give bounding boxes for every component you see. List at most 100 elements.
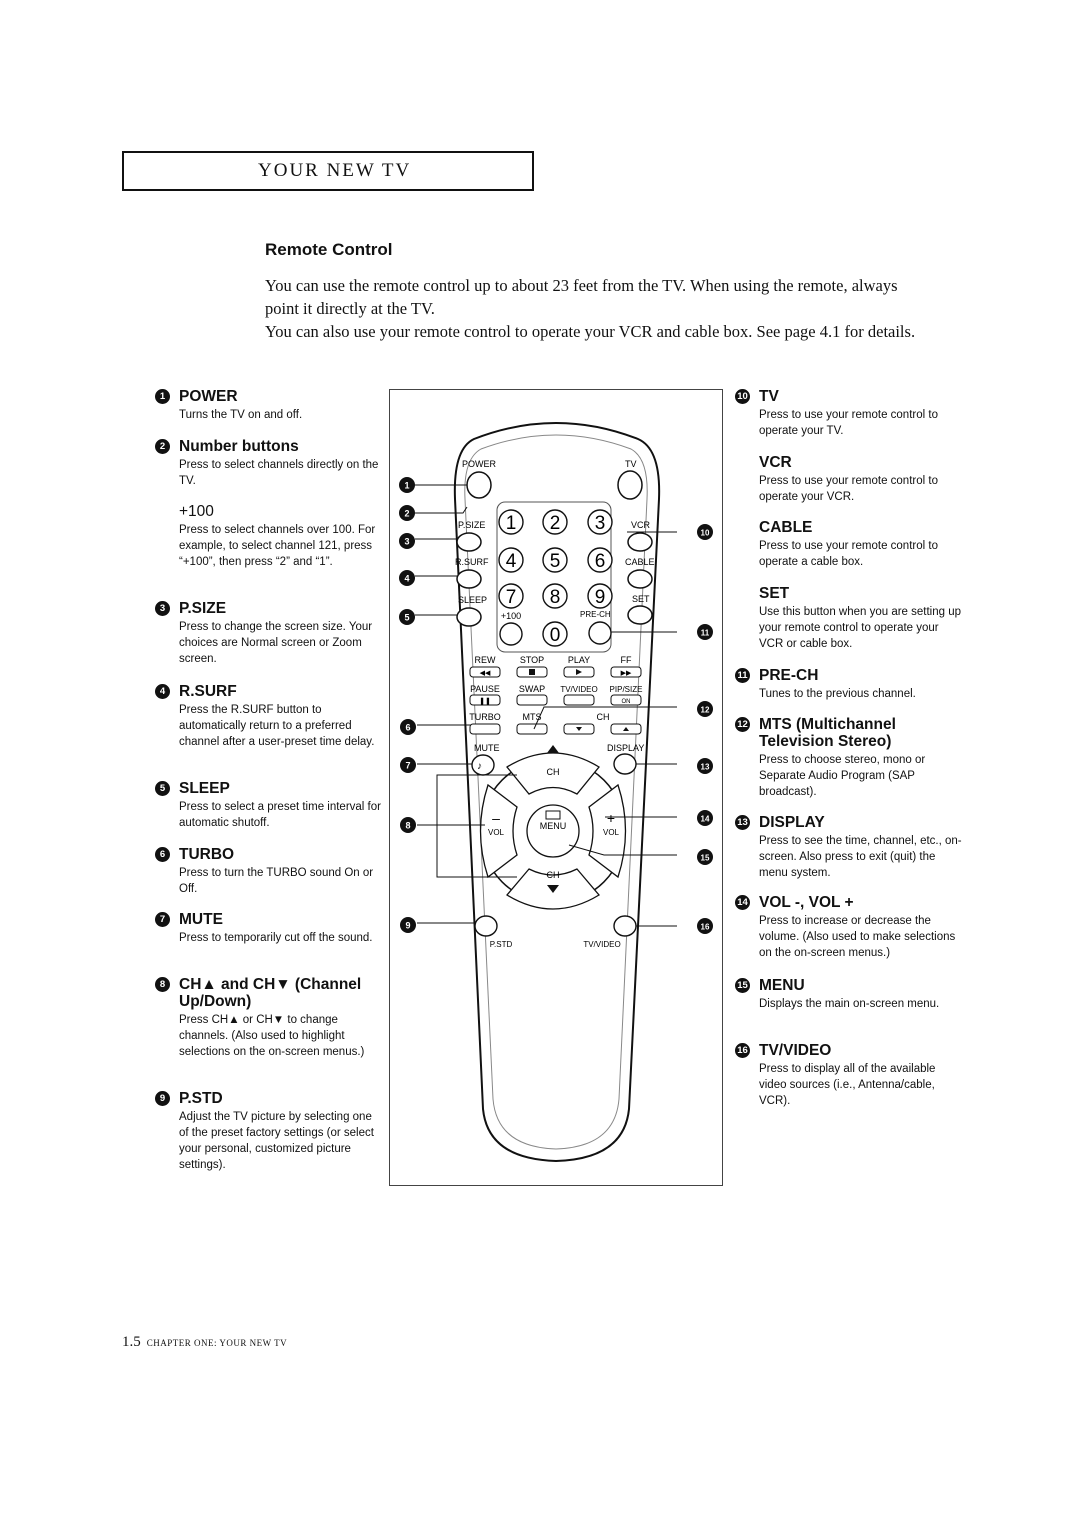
- callout-number: 8: [155, 977, 170, 992]
- item-description: Use this button when you are setting up …: [759, 606, 962, 650]
- item-title: VOL -, VOL +: [759, 894, 854, 911]
- rsurf-button[interactable]: [456, 569, 482, 589]
- item-description: Press to use your remote control to oper…: [759, 409, 938, 437]
- item-title: CABLE: [759, 519, 813, 536]
- item-description: Press to see the time, channel, etc., on…: [759, 835, 962, 879]
- item-description: Press to select channels over 100. For e…: [179, 524, 376, 568]
- callout-6-label: 6: [405, 723, 410, 733]
- display-button[interactable]: [613, 753, 637, 775]
- item-description: Turns the TV on and off.: [179, 409, 303, 421]
- psize-label: P.SIZE: [458, 520, 485, 530]
- callout-8-marker: [400, 817, 416, 833]
- item-description: Press to use your remote control to oper…: [759, 540, 938, 568]
- menu-label: MENU: [540, 821, 567, 831]
- ff-button[interactable]: [610, 666, 642, 678]
- tvvideo-top-button[interactable]: [563, 694, 595, 706]
- digit-9-button[interactable]: [587, 583, 613, 609]
- pause-label: PAUSE: [470, 684, 500, 694]
- callout-5-marker: [399, 609, 415, 625]
- callout-14-label: 14: [701, 815, 710, 824]
- callout-16-marker: [697, 918, 713, 934]
- callout-9-label: 9: [405, 921, 410, 931]
- vol-minus-label: –: [492, 810, 500, 826]
- ff-icon: ▶▶: [621, 670, 632, 677]
- digit-2-button[interactable]: [542, 509, 568, 535]
- pause-button[interactable]: [469, 694, 501, 706]
- play-icon: [576, 669, 582, 675]
- mts-label: MTS: [523, 712, 542, 722]
- callout-number: 16: [735, 1043, 750, 1058]
- callout-number: 11: [735, 668, 750, 683]
- digit-5-button[interactable]: [542, 547, 568, 573]
- item-title: P.STD: [179, 1090, 223, 1107]
- callout-4-label: 4: [404, 574, 409, 584]
- callout-8-label: 8: [405, 821, 410, 831]
- power-label: POWER: [462, 459, 497, 469]
- item-title: MENU: [759, 977, 805, 994]
- callout-number: 5: [155, 781, 170, 796]
- item-description: Press to choose stereo, mono or Separate…: [759, 754, 926, 798]
- cable-button[interactable]: [627, 569, 653, 589]
- callout-2-label: 2: [404, 509, 409, 519]
- callout-number: 1: [155, 389, 170, 404]
- callout-16-label: 16: [701, 923, 710, 932]
- power-button[interactable]: [466, 471, 492, 499]
- vcr-label: VCR: [631, 520, 651, 530]
- callout-9-marker: [400, 917, 416, 933]
- menu-button[interactable]: [526, 804, 580, 858]
- ch-up-icon: [547, 745, 559, 753]
- vcr-button[interactable]: [627, 532, 653, 552]
- item-description: Tunes to the previous channel.: [759, 688, 916, 700]
- prech-button[interactable]: [588, 621, 612, 645]
- swap-button[interactable]: [516, 694, 548, 706]
- tvvideo-button[interactable]: [613, 915, 637, 937]
- sleep-button[interactable]: [456, 607, 482, 627]
- callout-number: 15: [735, 978, 750, 993]
- pstd-button[interactable]: [474, 915, 498, 937]
- digit-6-button[interactable]: [587, 547, 613, 573]
- rsurf-label: R.SURF: [455, 557, 489, 567]
- remote-callouts: 1 2 3 4 5 6 7 8 9 10 11 12 13 14 15 16: [399, 477, 713, 934]
- digit-8-button[interactable]: [542, 583, 568, 609]
- pipsize-button[interactable]: [610, 694, 642, 706]
- digit-3-button[interactable]: [587, 509, 613, 535]
- item-description: Press CH▲ or CH▼ to change channels. (Al…: [179, 1014, 365, 1058]
- turbo-button[interactable]: [469, 723, 501, 735]
- callout-number: 9: [155, 1091, 170, 1106]
- mute-label: MUTE: [474, 743, 500, 753]
- mute-button[interactable]: [471, 754, 495, 776]
- set-label: SET: [632, 594, 650, 604]
- psize-button[interactable]: [456, 532, 482, 552]
- digit-0-button[interactable]: [542, 621, 568, 647]
- tvvideo-label: TV/VIDEO: [583, 940, 620, 949]
- chapter-footer-title: CHAPTER ONE: YOUR NEW TV: [146, 1338, 288, 1348]
- callout-6-marker: [400, 719, 416, 735]
- plus100-label: +100: [501, 611, 521, 621]
- ff-label: FF: [621, 655, 632, 665]
- pstd-label: P.STD: [490, 940, 513, 949]
- mts-button[interactable]: [516, 723, 548, 735]
- chapter-header-box: YOUR NEW TV: [122, 151, 534, 191]
- rew-button[interactable]: [469, 666, 501, 678]
- callout-number: 10: [735, 389, 750, 404]
- turbo-label: TURBO: [469, 712, 501, 722]
- digit-1-button[interactable]: [498, 509, 524, 535]
- digit-0-label: 0: [550, 625, 561, 646]
- set-button[interactable]: [627, 605, 653, 625]
- digit-7-button[interactable]: [498, 583, 524, 609]
- item-description: Adjust the TV picture by selecting one o…: [179, 1111, 374, 1171]
- plus100-button[interactable]: [499, 622, 523, 646]
- vol-up-button[interactable]: [588, 783, 627, 879]
- callout-14-marker: [697, 810, 713, 826]
- digit-6-label: 6: [595, 551, 606, 572]
- digit-4-button[interactable]: [498, 547, 524, 573]
- ch-up-button[interactable]: [506, 752, 600, 795]
- callout-13-marker: [697, 758, 713, 774]
- tv-button[interactable]: [617, 470, 643, 500]
- callout-12-marker: [697, 701, 713, 717]
